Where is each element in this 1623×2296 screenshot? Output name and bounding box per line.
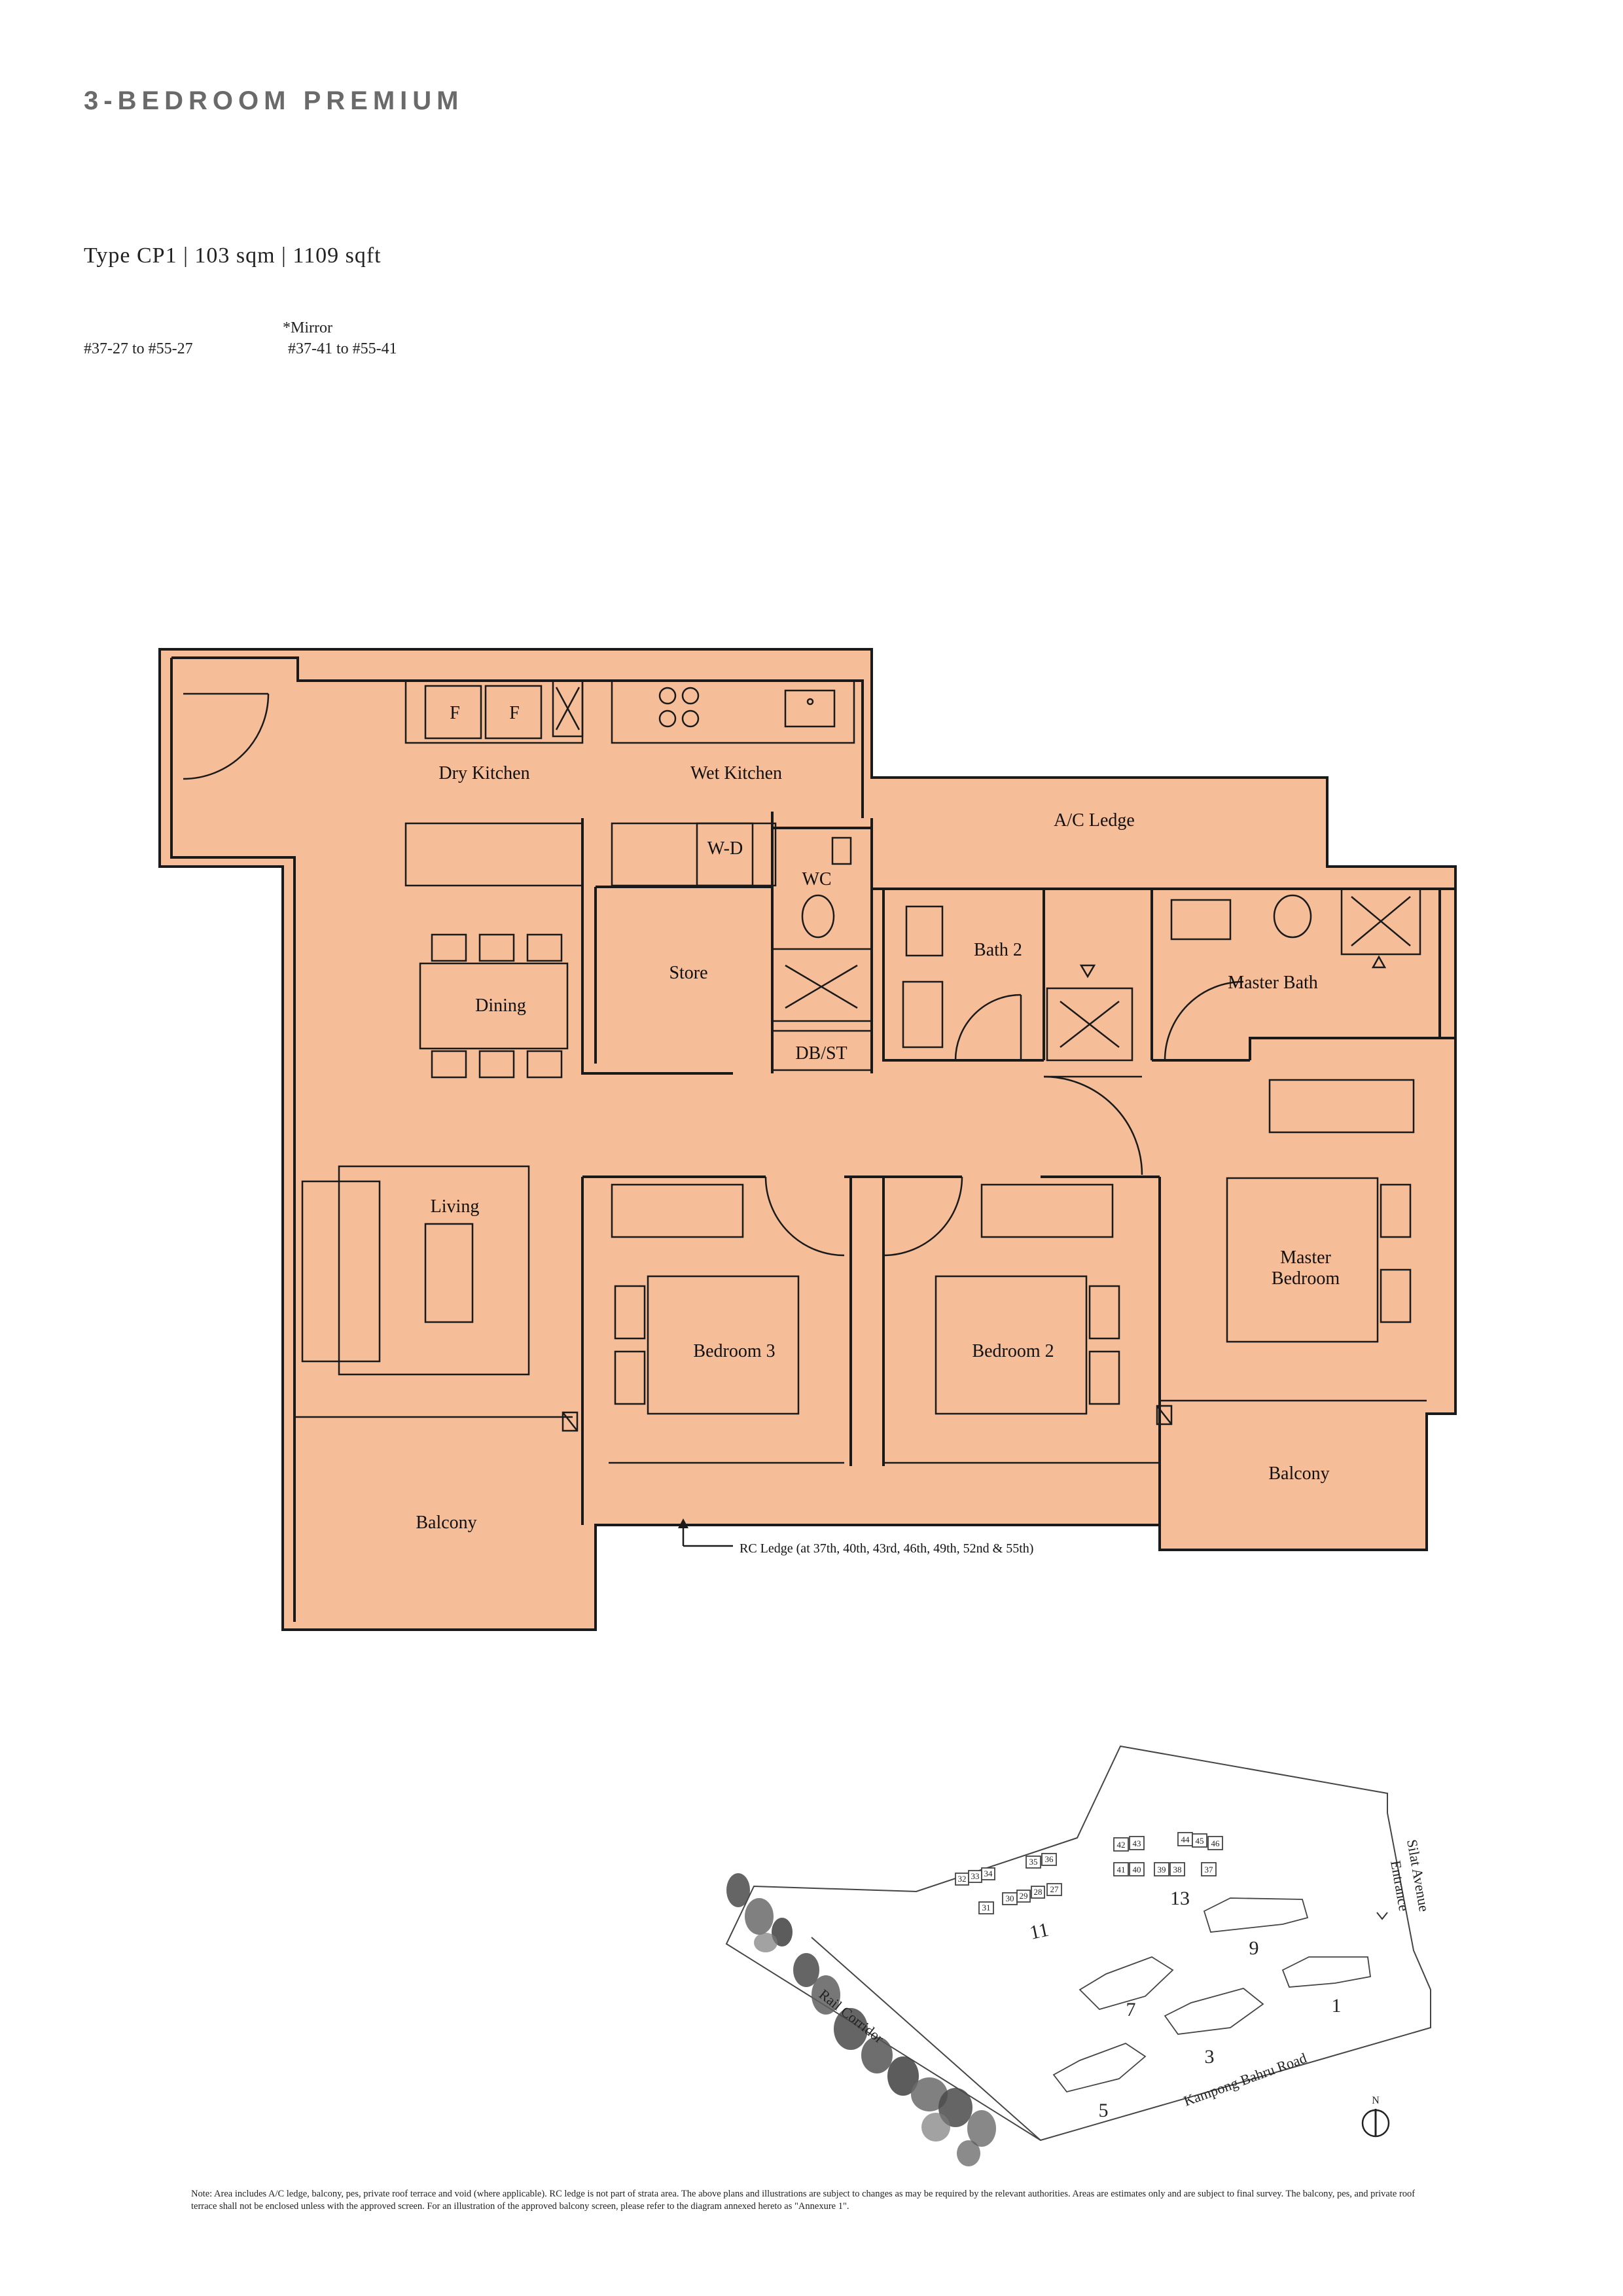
unit-33: 33 — [971, 1871, 980, 1881]
label-wc: WC — [802, 869, 831, 889]
fridge-1: F — [450, 703, 460, 723]
unit-44: 44 — [1181, 1835, 1190, 1844]
fridge-2: F — [509, 703, 520, 723]
unit-41: 41 — [1117, 1865, 1126, 1874]
unit-45: 45 — [1196, 1836, 1204, 1846]
unit-range-mirror: #37-41 to #55-41 — [288, 340, 397, 357]
mirror-label: *Mirror — [283, 319, 332, 336]
unit-46: 46 — [1211, 1839, 1221, 1848]
unit-35: 35 — [1029, 1857, 1038, 1867]
unit-40: 40 — [1133, 1865, 1141, 1874]
unit-43: 43 — [1133, 1839, 1141, 1848]
unit-28: 28 — [1034, 1887, 1043, 1897]
north-label: N — [1372, 2095, 1380, 2106]
block-1: 1 — [1332, 1995, 1342, 2017]
label-bedroom3: Bedroom 3 — [693, 1341, 775, 1361]
site-plan: 32 33 34 35 36 31 30 29 28 27 11 42 43 4… — [725, 1745, 1433, 2166]
label-balcony-left: Balcony — [416, 1513, 476, 1533]
block-13: 13 — [1170, 1888, 1190, 1909]
label-wd: W-D — [707, 838, 743, 859]
page-heading: 3-BEDROOM PREMIUM — [84, 86, 464, 115]
label-kampong-bahru-road: Kampong Bahru Road — [1181, 2049, 1309, 2109]
block-9: 9 — [1249, 1937, 1259, 1959]
disclaimer-note: Note: Area includes A/C ledge, balcony, … — [191, 2189, 1416, 2212]
label-master-bath: Master Bath — [1228, 973, 1318, 993]
unit-32: 32 — [958, 1874, 967, 1884]
label-master-bedroom-2: Bedroom — [1272, 1268, 1340, 1289]
unit-39: 39 — [1158, 1865, 1166, 1874]
label-living: Living — [431, 1196, 480, 1217]
block-11: 11 — [1027, 1919, 1050, 1944]
floor-area — [158, 648, 1457, 1631]
label-dry-kitchen: Dry Kitchen — [438, 763, 529, 783]
label-dbst: DB/ST — [795, 1043, 847, 1064]
block-7: 7 — [1126, 1999, 1136, 2020]
unit-range-primary: #37-27 to #55-27 — [84, 340, 193, 357]
unit-27: 27 — [1050, 1884, 1060, 1894]
unit-37: 37 — [1205, 1865, 1214, 1874]
label-bath2: Bath 2 — [974, 940, 1022, 960]
unit-36: 36 — [1045, 1854, 1054, 1864]
unit-42: 42 — [1117, 1840, 1126, 1850]
label-store: Store — [669, 963, 707, 983]
block-5: 5 — [1099, 2100, 1109, 2121]
label-bedroom2: Bedroom 2 — [972, 1341, 1054, 1361]
label-ac-ledge: A/C Ledge — [1054, 810, 1135, 831]
unit-30: 30 — [1006, 1893, 1014, 1903]
unit-34: 34 — [984, 1869, 993, 1878]
unit-29: 29 — [1020, 1891, 1028, 1901]
rc-ledge-note: RC Ledge (at 37th, 40th, 43rd, 46th, 49t… — [740, 1541, 1033, 1556]
unit-31: 31 — [982, 1903, 991, 1912]
block-3: 3 — [1205, 2046, 1215, 2068]
unit-38: 38 — [1173, 1865, 1182, 1874]
label-dining: Dining — [475, 996, 526, 1016]
unit-type-line: Type CP1 | 103 sqm | 1109 sqft — [84, 243, 382, 268]
label-master-bedroom-1: Master — [1280, 1247, 1331, 1268]
label-wet-kitchen: Wet Kitchen — [690, 763, 782, 783]
label-balcony-right: Balcony — [1268, 1463, 1329, 1484]
